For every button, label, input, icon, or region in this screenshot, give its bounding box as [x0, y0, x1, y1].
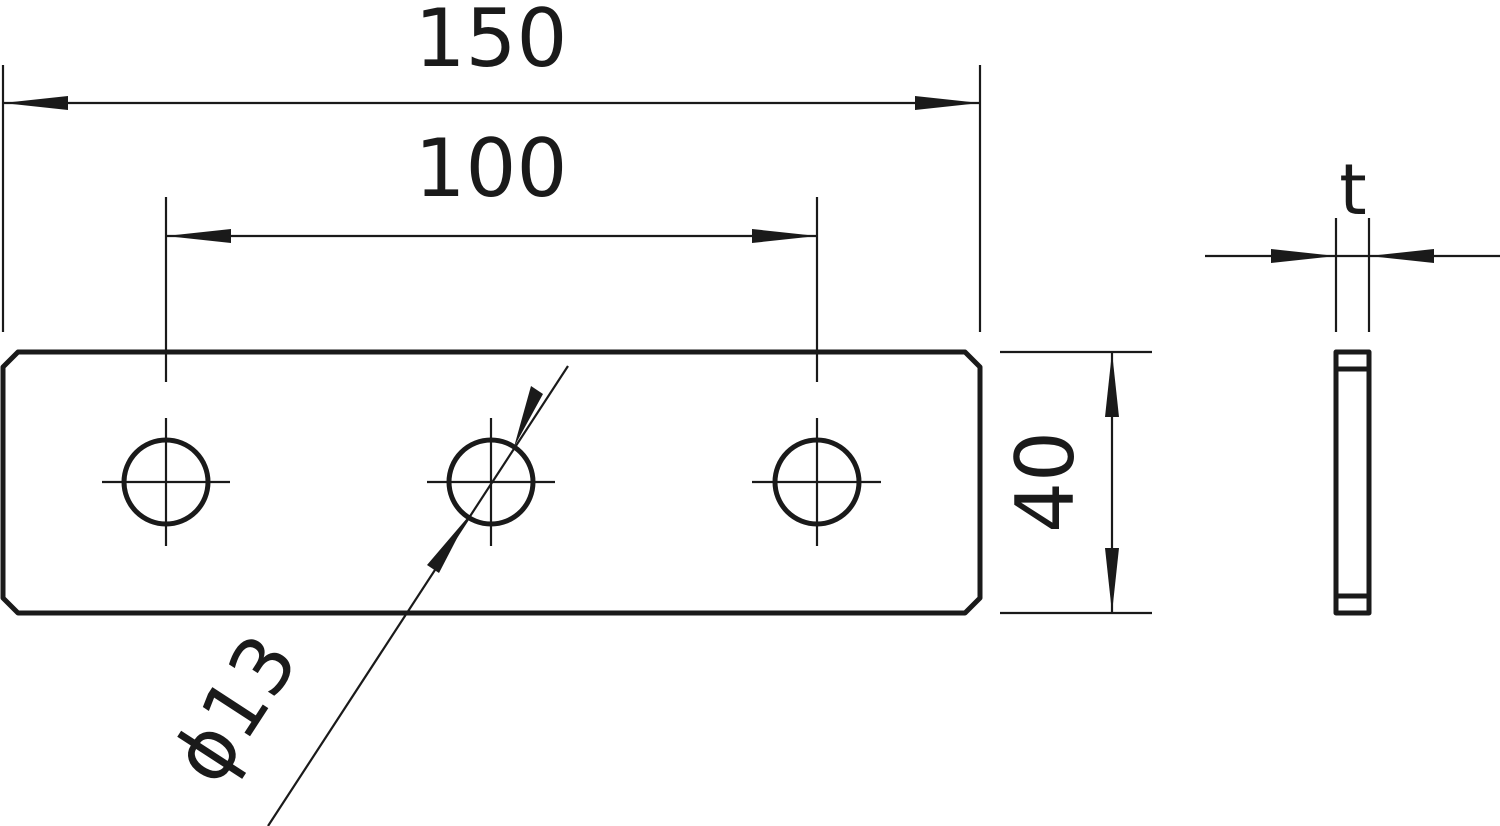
dimension-width: 40 [999, 350, 1152, 615]
dimension-hole-spacing: 100 [164, 122, 819, 382]
arrowhead [1105, 548, 1119, 613]
arrowhead [915, 96, 980, 110]
label-hole-diameter: ϕ13 [154, 619, 316, 799]
hole-center-marks [102, 418, 881, 546]
plate-front-view [0, 349, 983, 616]
label-hole-spacing: 100 [415, 122, 568, 215]
arrowhead [1105, 352, 1119, 417]
dimension-hole-diameter: ϕ13 [154, 365, 569, 826]
arrowhead [166, 229, 231, 243]
arrowhead [752, 229, 817, 243]
arrowhead [514, 386, 543, 447]
label-overall-length: 150 [415, 0, 568, 85]
arrowhead [1271, 249, 1336, 263]
dimension-thickness: t [1205, 149, 1500, 332]
side-view-outline [1333, 349, 1372, 616]
arrowhead [3, 96, 68, 110]
plate-side-view [1333, 349, 1372, 616]
arrowhead [427, 517, 468, 573]
label-width: 40 [999, 431, 1092, 533]
plate-outline [0, 349, 983, 616]
arrowhead [1369, 249, 1434, 263]
dimension-overall-length: 150 [1, 0, 982, 332]
leader-line-diameter [267, 365, 569, 826]
label-thickness: t [1339, 149, 1366, 231]
